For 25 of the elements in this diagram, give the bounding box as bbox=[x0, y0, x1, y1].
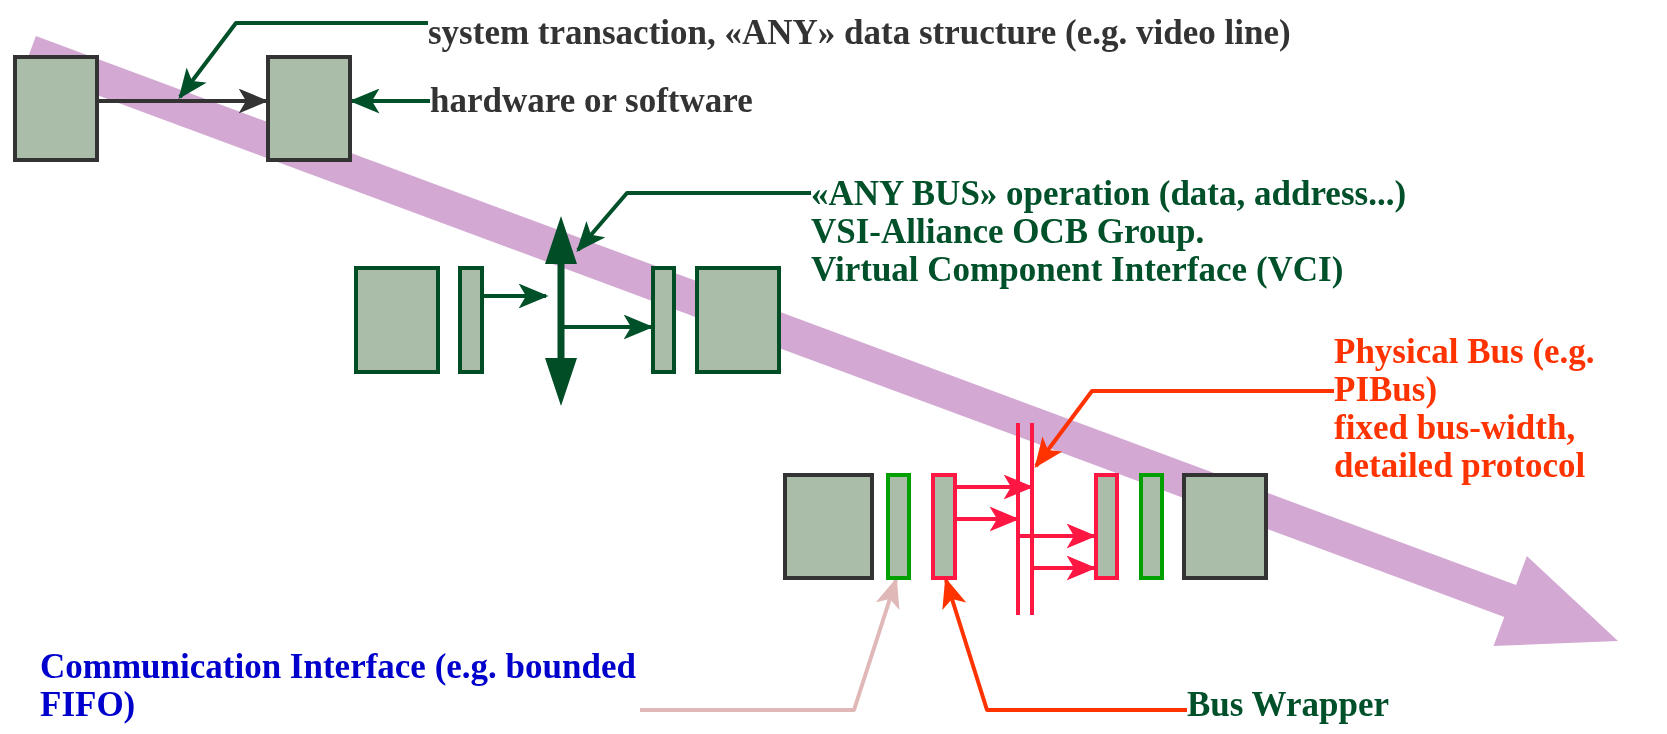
annotation-text: fixed bus-width, detailed protocol bbox=[1334, 409, 1587, 485]
interface-bar bbox=[458, 266, 484, 374]
annotation-text: hardware or software bbox=[430, 82, 753, 120]
component-box bbox=[783, 473, 874, 580]
component-box bbox=[266, 55, 352, 162]
interface-bar bbox=[931, 473, 957, 580]
component-box bbox=[13, 55, 99, 162]
leader-line bbox=[576, 191, 811, 252]
interface-bar bbox=[886, 473, 911, 580]
annotation-text: Communication Interface (e.g. bounded FIFO) bbox=[40, 648, 640, 724]
leader-line bbox=[178, 21, 428, 99]
annotation-text: Virtual Component Interface (VCI) bbox=[811, 251, 1345, 289]
annotation-text: system transaction, «ANY» data structure (e.g. video line) bbox=[428, 14, 1291, 52]
annotation-text: VSI-Alliance OCB Group. bbox=[811, 213, 1205, 251]
component-box bbox=[1182, 473, 1268, 580]
annotation-text: Physical Bus (e.g. PIBus) bbox=[1334, 333, 1596, 409]
arrow bbox=[484, 283, 549, 309]
component-box bbox=[354, 266, 440, 374]
leader-line bbox=[1034, 389, 1334, 468]
interface-bar bbox=[1139, 473, 1164, 580]
interface-bar bbox=[651, 266, 676, 374]
interface-bar bbox=[1094, 473, 1119, 580]
annotation-text: Bus Wrapper bbox=[1187, 686, 1389, 724]
component-box bbox=[695, 266, 781, 374]
annotation-text: «ANY BUS» operation (data, address...) bbox=[811, 175, 1407, 213]
